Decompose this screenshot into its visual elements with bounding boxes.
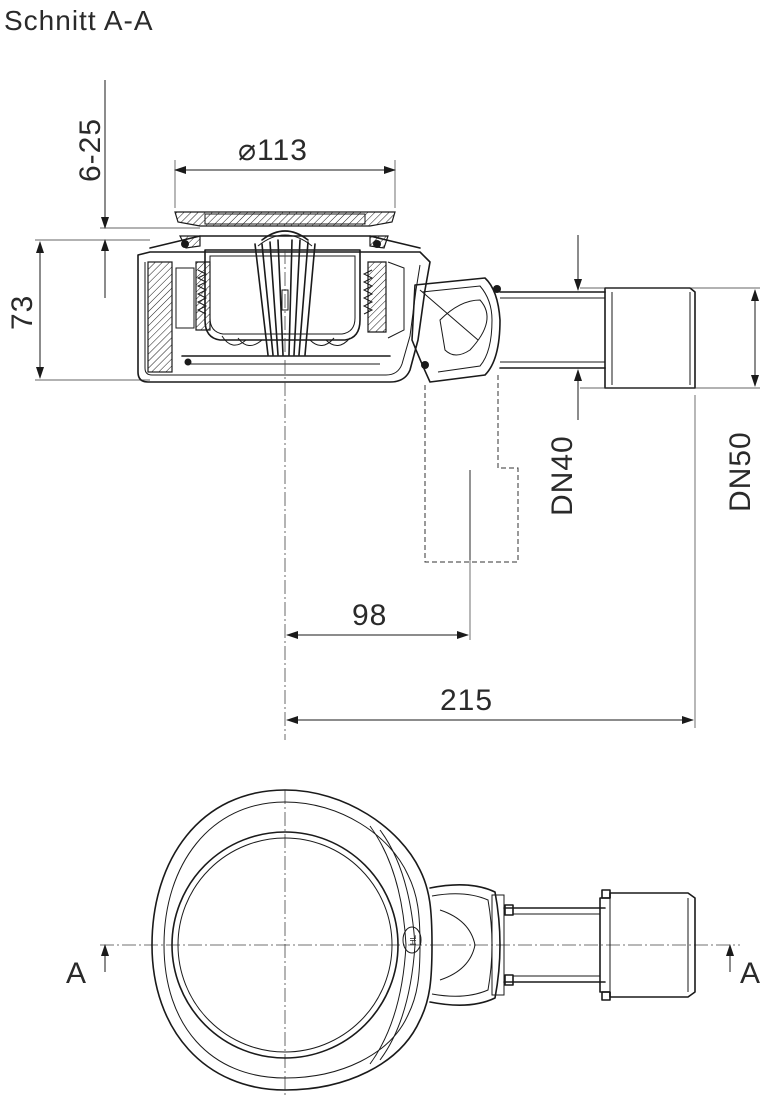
section-mark-right: A [740, 957, 760, 990]
drawing-title: Schnitt A-A [4, 5, 154, 36]
bell-insert [221, 230, 351, 356]
dim-height-range: 6-25 [74, 118, 107, 182]
outlet-elbow [411, 277, 501, 383]
dim-diameter: ⌀113 [238, 134, 308, 167]
alt-outlet-dashed [424, 372, 519, 563]
adapter-dn50 [604, 287, 696, 389]
dim-dn50: DN50 [724, 431, 757, 512]
plan-pipe [503, 907, 606, 983]
grate-cover [174, 211, 396, 227]
svg-text:HL: HL [409, 934, 418, 945]
plan-grate [171, 831, 399, 1059]
trap-body [137, 251, 431, 383]
plan-elbow [429, 884, 501, 1006]
section-view [35, 160, 760, 740]
plan-view: A A HL [66, 789, 760, 1095]
dimensions: 6-25 ⌀113 73 DN40 DN50 98 215 [6, 80, 759, 724]
dim-dn40: DN40 [546, 435, 579, 516]
dim-offset: 98 [352, 599, 387, 632]
manufacturer-logo: HL [402, 926, 422, 954]
dim-length: 215 [440, 684, 493, 717]
outlet-pipe-dn40 [499, 291, 606, 369]
section-mark-left: A [66, 957, 86, 990]
plan-body-outer [151, 789, 433, 1091]
dim-height: 73 [6, 295, 39, 330]
